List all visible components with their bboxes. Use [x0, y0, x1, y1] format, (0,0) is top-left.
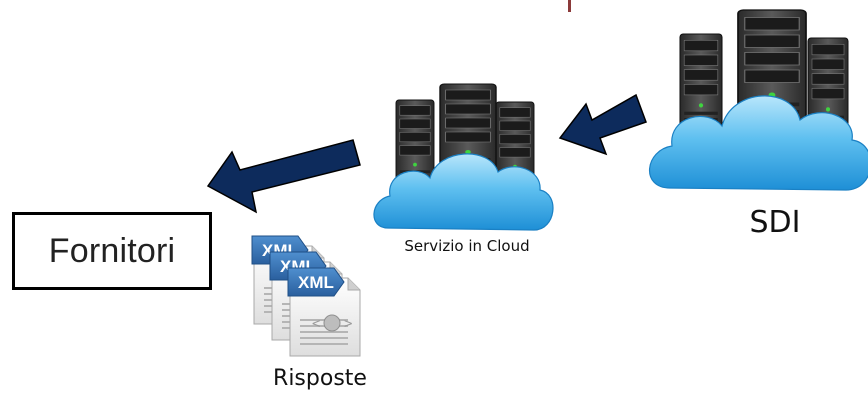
responses-label: Risposte	[273, 366, 367, 391]
arrow-cloud-to-suppliers	[206, 139, 361, 214]
svg-text:>: >	[344, 316, 352, 332]
cloud-service-label: Servizio in Cloud	[404, 237, 530, 255]
sdi-server-cloud-icon	[649, 9, 868, 191]
arrow-sdi-to-cloud	[558, 93, 647, 156]
xml-badge-3: XML	[298, 273, 334, 292]
top-accent-bar	[568, 0, 571, 12]
cloud-service-server-cloud-icon	[373, 83, 554, 231]
globe-code-icon: < >	[312, 314, 352, 332]
suppliers-box: Fornitori	[12, 212, 212, 290]
suppliers-label: Fornitori	[48, 231, 176, 270]
xml-documents-icon: XML XML XML < >	[251, 235, 361, 357]
sdi-label: SDI	[749, 205, 801, 240]
svg-text:<: <	[312, 316, 320, 332]
